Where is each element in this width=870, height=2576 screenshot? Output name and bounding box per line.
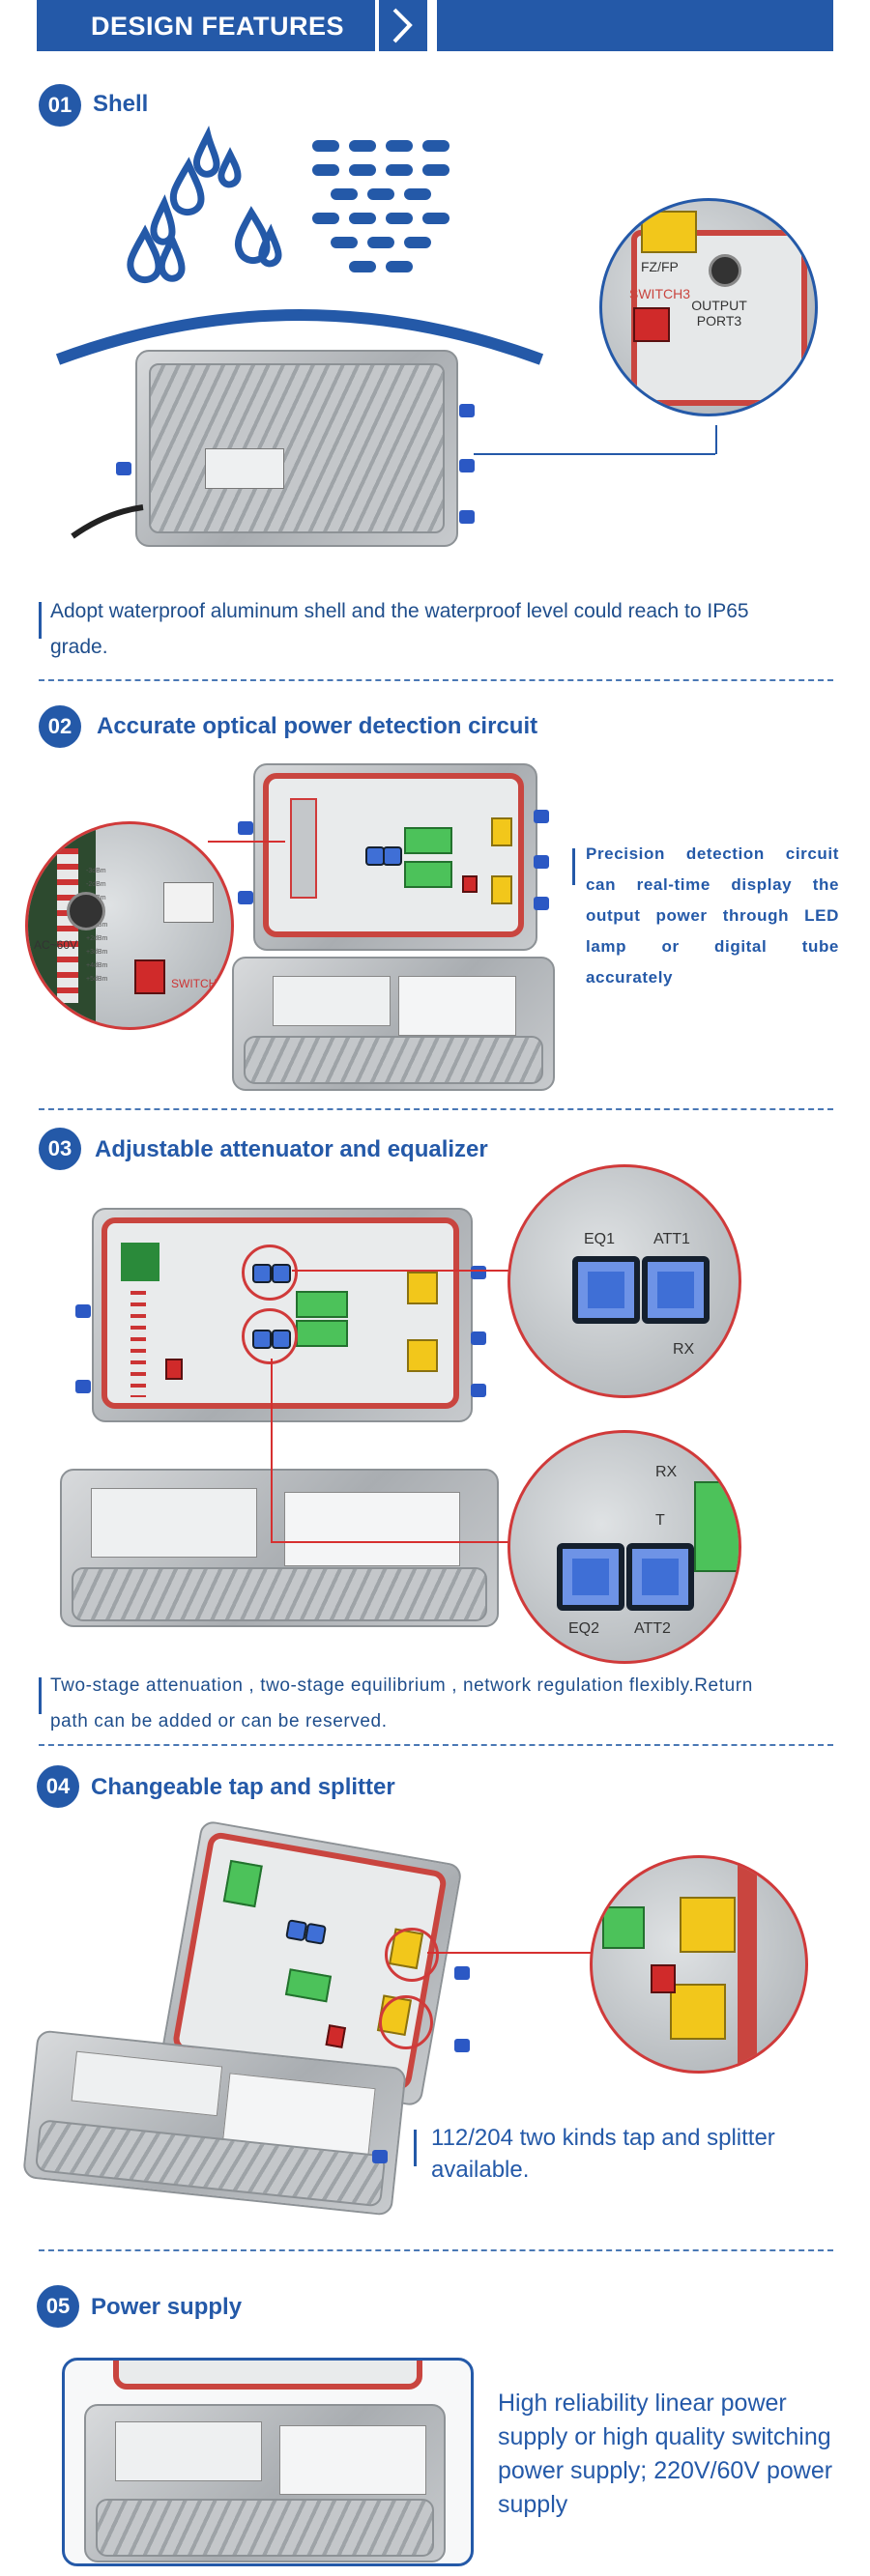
connector-line — [292, 1270, 512, 1272]
section-number-badge: 02 — [39, 705, 81, 748]
section-title: Adjustable attenuator and equalizer — [95, 1136, 488, 1162]
zoom-label: OUTPUT PORT3 — [691, 298, 747, 329]
highlight-circle — [242, 1245, 298, 1301]
connector-port — [459, 459, 475, 472]
highlight-circle — [242, 1308, 298, 1364]
section-number-badge: 05 — [37, 2285, 79, 2328]
zoom-label: RX — [655, 1464, 678, 1480]
connector-port — [75, 1304, 91, 1318]
connector-port — [454, 2039, 470, 2052]
section-divider — [39, 679, 833, 681]
svg-text:-3dBm: -3dBm — [86, 868, 106, 874]
section-divider — [39, 1744, 833, 1746]
section-number-badge: 03 — [39, 1128, 81, 1170]
svg-text:+5dBm: +5dBm — [86, 976, 108, 983]
eq1-knob — [572, 1256, 640, 1324]
text-accent-bar — [572, 848, 575, 885]
att2-knob — [626, 1543, 694, 1611]
water-drops-icon — [126, 125, 300, 304]
eq2-knob — [557, 1543, 624, 1611]
connector-port — [116, 462, 131, 475]
highlight-circle — [379, 1995, 433, 2049]
device-closed-housing — [135, 350, 458, 547]
section-number-badge: 04 — [37, 1765, 79, 1808]
section-title: Shell — [93, 91, 149, 117]
connector-port — [75, 1380, 91, 1393]
zoom-label: SWITCH3 — [629, 286, 690, 301]
highlight-circle — [385, 1928, 439, 1982]
connector-line — [715, 425, 717, 454]
page-title: DESIGN FEATURES — [91, 12, 345, 41]
chevron-right-icon — [375, 0, 427, 51]
zoom-label: SWITCH — [171, 977, 218, 990]
zoom-label: T — [655, 1512, 665, 1529]
connector-port — [459, 404, 475, 417]
zoom-label: ATT1 — [653, 1231, 690, 1247]
zoom-label: ATT2 — [634, 1620, 671, 1637]
section-title: Changeable tap and splitter — [91, 1774, 395, 1800]
connector-port — [471, 1384, 486, 1397]
connector-line — [271, 1541, 512, 1543]
connector-port — [471, 1266, 486, 1279]
connector-port — [459, 510, 475, 524]
device-open-lid — [253, 763, 537, 951]
connector-line — [427, 1952, 592, 1954]
section-title: Accurate optical power detection circuit — [97, 713, 538, 739]
connector-line — [271, 1359, 273, 1542]
connector-port — [471, 1331, 486, 1345]
section-divider — [39, 1108, 833, 1110]
connector-port — [534, 897, 549, 910]
svg-text:+3dBm: +3dBm — [86, 949, 108, 956]
zoom-circle-eq1-att1: EQ1 ATT1 RX — [508, 1164, 741, 1398]
power-cable — [68, 502, 145, 546]
connector-port — [372, 2150, 388, 2163]
section-number-badge: 01 — [39, 84, 81, 127]
svg-text:+4dBm: +4dBm — [86, 962, 108, 969]
zoom-circle-tap-splitter — [590, 1855, 808, 2074]
zoom-label: RX — [673, 1341, 695, 1358]
section-divider — [39, 2249, 833, 2251]
connector-line — [208, 841, 285, 843]
zoom-label: FZ/FP — [641, 259, 679, 274]
text-accent-bar — [39, 1677, 42, 1714]
device-open-base — [232, 957, 555, 1091]
zoom-label: EQ2 — [568, 1620, 600, 1637]
att1-knob — [642, 1256, 710, 1324]
text-accent-bar — [39, 602, 42, 639]
svg-text:+2dBm: +2dBm — [86, 935, 108, 942]
protection-arc — [53, 300, 546, 372]
zoom-circle-led-indicators: -3dBm-2dBm-1dBm0dBm+1dBm+2dBm+3dBm+4dBm+… — [25, 821, 234, 1030]
connector-port — [534, 855, 549, 869]
zoom-circle-eq2-att2: RX T EQ2 ATT2 — [508, 1430, 741, 1664]
section-description: Adopt waterproof aluminum shell and the … — [50, 600, 749, 658]
connector-line — [474, 453, 715, 455]
connector-port — [454, 1966, 470, 1980]
zoom-circle-output-port: FZ/FP SWITCH3 OUTPUT PORT3 — [599, 198, 818, 416]
svg-text:-2dBm: -2dBm — [86, 881, 106, 888]
device-open-base — [60, 1469, 499, 1627]
section-description: 112/204 two kinds tap and splitter avail… — [431, 2125, 775, 2183]
connector-port — [534, 810, 549, 823]
power-supply-frame — [62, 2358, 474, 2566]
connector-port — [238, 891, 253, 904]
section-description: Two-stage attenuation , two-stage equili… — [50, 1675, 753, 1732]
zoom-label: AC~60V — [34, 938, 78, 952]
section-description: High reliability linear power supply or … — [498, 2390, 833, 2518]
text-accent-bar — [414, 2130, 417, 2166]
section-title: Power supply — [91, 2294, 243, 2320]
connector-port — [238, 821, 253, 835]
header-banner-right — [437, 0, 833, 51]
header-banner — [37, 0, 375, 51]
section-description: Precision detection circuit can real-tim… — [586, 844, 839, 987]
rain-dashes-icon — [307, 135, 452, 285]
zoom-label: EQ1 — [584, 1231, 616, 1247]
